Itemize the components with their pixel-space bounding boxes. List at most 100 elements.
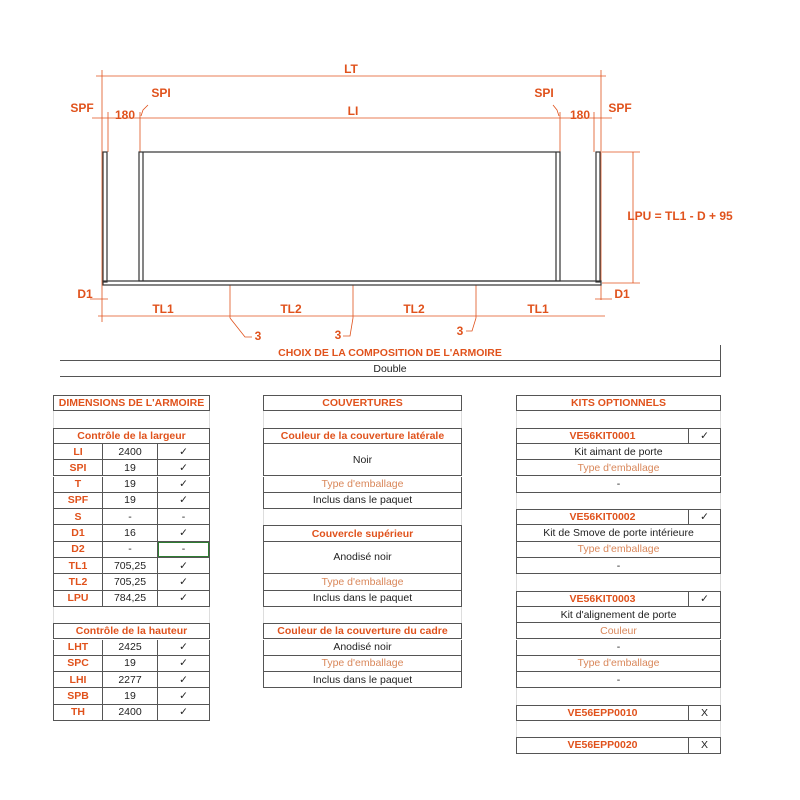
blank-row [263, 509, 462, 526]
kit-field-value[interactable]: - [616, 478, 621, 491]
kit-field-value[interactable]: - [616, 641, 621, 654]
dimension-value[interactable]: 19 [103, 492, 158, 509]
dimension-code: LHI [54, 672, 103, 688]
height-control-header: Contrôle de la hauteur [53, 623, 210, 640]
label-spf-left: SPF [70, 101, 93, 115]
label-d1-right: D1 [614, 287, 630, 301]
dimension-code: S [54, 509, 103, 525]
dimension-value[interactable]: - [103, 509, 158, 525]
dimensions-title: DIMENSIONS DE L'ARMOIRE [58, 397, 205, 410]
dimension-code: LPU [54, 590, 103, 606]
kit-field-label: Couleur [600, 624, 637, 637]
dimension-status[interactable]: ✓ [179, 445, 188, 458]
lateral-cover-title: Couleur de la couverture latérale [280, 429, 445, 442]
value-row: Noir [263, 443, 462, 477]
label-lt: LT [344, 62, 358, 76]
blank-row [53, 606, 210, 624]
composition-title: CHOIX DE LA COMPOSITION DE L'ARMOIRE [278, 346, 502, 359]
kit-field-label: Type d'emballage [577, 543, 660, 556]
section-header: Couleur de la couverture latérale [263, 427, 462, 444]
label-180-right: 180 [570, 108, 590, 122]
kit-selected-toggle[interactable]: ✓ [700, 511, 709, 524]
dimension-status[interactable]: ✓ [179, 641, 188, 654]
kit-name: Kit de Smove de porte intérieure [543, 527, 694, 540]
blank-row [516, 411, 721, 428]
kit-selected-toggle[interactable]: X [700, 739, 708, 752]
packaging-value[interactable]: Inclus dans le paquet [312, 592, 413, 605]
dimension-value[interactable]: - [103, 541, 158, 557]
blank-row [263, 411, 462, 428]
lateral-cover-value[interactable]: Noir [352, 453, 373, 466]
dimension-status[interactable]: ✓ [179, 706, 188, 719]
dimension-status[interactable]: ✓ [179, 657, 188, 670]
packaging-label: Type d'emballage [321, 575, 404, 588]
kit-selected-toggle[interactable]: ✓ [700, 429, 709, 442]
dimension-status[interactable]: - [158, 541, 209, 557]
kit-field-value[interactable]: - [616, 559, 621, 572]
value-row: - [516, 476, 721, 493]
cabinet-diagram: LT LI SPI SPI SPF SPF 180 180 LPU = TL1 … [70, 62, 733, 343]
label-d1-left: D1 [77, 287, 93, 301]
dimension-value[interactable]: 2400 [103, 704, 158, 720]
packaging-label: Type d'emballage [321, 657, 404, 670]
dimension-code: D1 [54, 525, 103, 541]
label-spi-left: SPI [151, 86, 170, 100]
packaging-value[interactable]: Inclus dans le paquet [312, 673, 413, 686]
label-row: Type d'emballage [263, 655, 462, 673]
dimension-status[interactable]: ✓ [179, 494, 188, 507]
kit-field-value[interactable]: - [616, 673, 621, 686]
dimension-value[interactable]: 19 [103, 655, 158, 672]
blank-row [516, 688, 721, 705]
dimension-status[interactable]: ✓ [179, 461, 188, 474]
label-row: Type d'emballage [263, 574, 462, 591]
dimension-status[interactable]: ✓ [179, 673, 188, 686]
composition-value[interactable]: Double [373, 362, 407, 375]
dimension-status[interactable]: ✓ [179, 527, 188, 540]
value-row: - [516, 639, 721, 656]
dimension-status[interactable]: ✓ [179, 690, 188, 703]
composition-value-row[interactable]: Double [60, 361, 721, 377]
top-cover-value[interactable]: Anodisé noir [333, 551, 392, 564]
dimension-value[interactable]: 2425 [103, 639, 158, 655]
kit-selected-toggle[interactable]: X [700, 706, 708, 719]
kit-code: VE56KIT0001 [517, 428, 689, 443]
kit-name-row: Kit de Smove de porte intérieure [516, 525, 721, 542]
dimension-status[interactable]: ✓ [179, 575, 188, 588]
dimension-status[interactable]: ✓ [179, 592, 188, 605]
label-row: Type d'emballage [516, 655, 721, 673]
blank-row [516, 574, 721, 591]
section-header: Couvercle supérieur [263, 525, 462, 542]
kit-code: VE56KIT0003 [517, 591, 689, 606]
kit-selected-toggle[interactable]: ✓ [700, 592, 709, 605]
dimension-status[interactable]: ✓ [179, 559, 188, 572]
dimension-code: D2 [54, 541, 103, 557]
frame-cover-value[interactable]: Anodisé noir [333, 641, 392, 654]
kit-name: Kit aimant de porte [574, 445, 663, 458]
dimensions-header: DIMENSIONS DE L'ARMOIRE [53, 395, 210, 412]
blank-row [53, 411, 210, 428]
dimension-value[interactable]: 16 [103, 525, 158, 541]
dimension-row: S-- [53, 509, 210, 526]
value-row: Inclus dans le paquet [263, 590, 462, 607]
dimension-value[interactable]: 19 [103, 688, 158, 704]
dimension-value[interactable]: 19 [103, 476, 158, 492]
dimension-value[interactable]: 2400 [103, 443, 158, 460]
top-cover-title: Couvercle supérieur [311, 527, 414, 540]
value-row: - [516, 672, 721, 689]
label-row: Type d'emballage [516, 541, 721, 558]
packaging-value[interactable]: Inclus dans le paquet [312, 494, 413, 507]
dimension-row: D2-- [53, 541, 210, 558]
dimension-value[interactable]: 19 [103, 460, 158, 476]
kits-header: KITS OPTIONNELS [516, 395, 721, 412]
dimension-value[interactable]: 2277 [103, 672, 158, 688]
dimension-value[interactable]: 705,25 [103, 558, 158, 574]
dimension-value[interactable]: 705,25 [103, 574, 158, 590]
dimension-status[interactable]: ✓ [179, 478, 188, 491]
dimension-value[interactable]: 784,25 [103, 590, 158, 606]
dimension-status[interactable]: - [181, 510, 186, 523]
